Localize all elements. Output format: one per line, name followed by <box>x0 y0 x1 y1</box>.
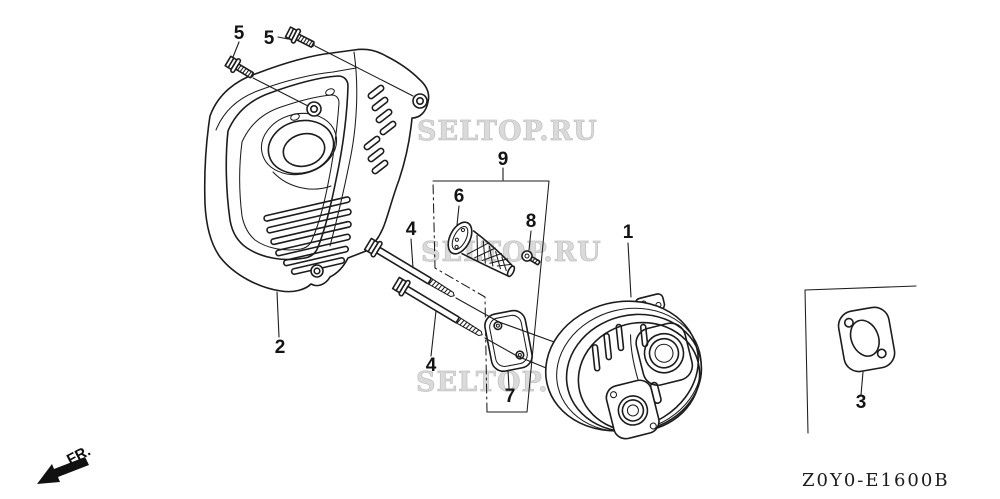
face-rib <box>615 323 625 352</box>
muffler-face-details <box>591 322 694 440</box>
face-rib <box>603 332 613 361</box>
gasket-box <box>804 285 917 434</box>
louver-slot <box>371 159 389 175</box>
watermark-text: SELTOP.RU <box>417 116 598 147</box>
grommet-hole <box>412 93 428 109</box>
protector-top-band <box>215 67 357 131</box>
group-box-9 <box>432 180 550 413</box>
leader-line <box>430 310 437 357</box>
gasket-bolt-hole <box>876 348 887 359</box>
louver-slot <box>266 208 352 234</box>
part-code: Z0Y0-E1600B <box>802 470 950 491</box>
leader-line <box>276 291 280 338</box>
callout-7: 7 <box>505 386 516 407</box>
protector-louvers <box>263 196 352 276</box>
small-hole <box>290 113 300 121</box>
muffler-protector-drawing <box>203 48 430 293</box>
long-bolt-4b <box>390 274 488 343</box>
small-hole <box>325 88 335 96</box>
flange-bolt-5b <box>283 24 319 53</box>
louver-slot <box>363 135 381 151</box>
leader-line <box>410 238 414 269</box>
leader-line <box>456 205 460 226</box>
spark-arrester-drawing <box>447 221 516 278</box>
leader-line <box>860 371 864 396</box>
protector-inner-rim <box>225 75 349 261</box>
callout-5b: 5 <box>264 28 275 49</box>
bolt5a-assembly-line <box>252 77 309 107</box>
callout-3: 3 <box>856 392 867 413</box>
outlet-port <box>643 332 685 374</box>
bracket-louvers <box>363 84 397 175</box>
louver-slot <box>263 196 351 222</box>
louver-slot <box>282 245 350 267</box>
callout-4b: 4 <box>426 355 437 376</box>
callout-labels: 5 5 2 4 4 9 6 8 7 1 3 <box>234 23 867 413</box>
callout-9: 9 <box>498 149 509 170</box>
plate-hole <box>493 321 503 331</box>
leader-line <box>277 36 289 40</box>
callout-6: 6 <box>454 186 465 207</box>
louver-slot <box>367 84 385 100</box>
louver-slot <box>371 96 389 112</box>
arrester-plate-drawing <box>484 309 533 373</box>
screw-drawing <box>521 250 541 266</box>
leader-line <box>627 242 632 298</box>
muffler-drawing <box>544 293 703 440</box>
protector-bracket-fold <box>329 51 358 247</box>
callout-2: 2 <box>275 337 286 358</box>
protector-floor <box>239 94 340 251</box>
fr-arrow-icon <box>37 457 89 484</box>
protector-mount-holes <box>290 88 428 278</box>
louver-slot <box>270 220 352 246</box>
callout-5a: 5 <box>234 23 245 44</box>
callout-8: 8 <box>526 211 537 232</box>
gasket-oval-hole <box>849 319 880 357</box>
callout-1: 1 <box>623 222 634 243</box>
corner-bracket-lines <box>804 285 917 434</box>
louver-slot <box>375 108 393 124</box>
leader-line <box>232 41 240 58</box>
grommet-hole <box>306 101 322 117</box>
gasket-drawing <box>837 306 896 373</box>
louver-slot <box>367 147 385 163</box>
inlet-port <box>617 395 649 426</box>
callout-4a: 4 <box>406 219 417 240</box>
callout-leader-lines <box>232 36 864 396</box>
face-rib <box>591 344 601 372</box>
gasket-bolt-hole <box>843 317 854 328</box>
protector-port-hole <box>260 112 338 190</box>
outlet-flange <box>635 322 694 387</box>
louver-slot <box>275 233 351 257</box>
protector-outline <box>203 48 430 293</box>
leader-line <box>507 370 510 389</box>
louver-slot <box>379 120 397 136</box>
fr-direction-indicator: FR. <box>37 442 93 484</box>
grommet-hole <box>310 264 324 278</box>
leader-line <box>528 230 532 251</box>
bolt5b-assembly-line <box>314 45 414 97</box>
inlet-flange <box>605 379 660 440</box>
